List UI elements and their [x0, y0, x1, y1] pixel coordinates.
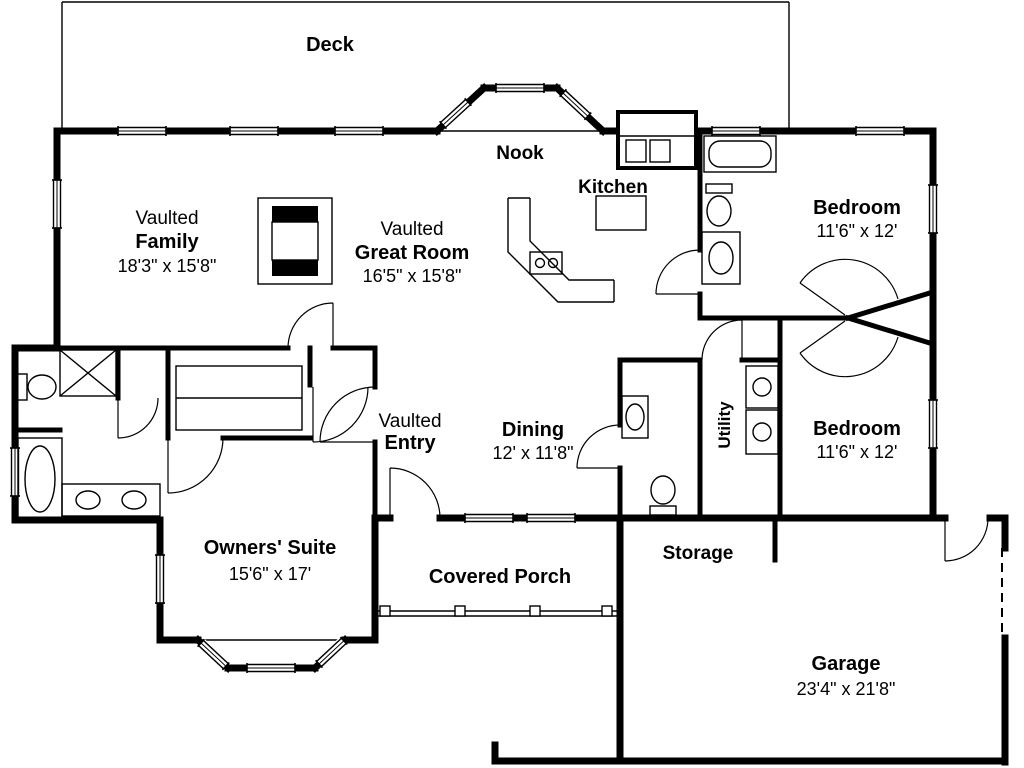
window-dining-1 — [464, 511, 514, 525]
window-bedroom-2-side — [926, 399, 940, 449]
room-dim-owners-suite: 15'6" x 17' — [229, 564, 311, 584]
door-utility — [701, 319, 743, 361]
window-owners-bay — [246, 661, 296, 675]
window-owners-bay-right — [314, 635, 349, 669]
window-nook-bay — [495, 81, 545, 95]
room-label-family: Family — [135, 231, 199, 253]
door-powder-room — [576, 424, 621, 469]
angled-hall-walls — [844, 288, 937, 348]
walk-in-closet — [175, 365, 303, 431]
room-label-nook: Nook — [496, 143, 544, 164]
room-label-great-room: Great Room — [355, 242, 469, 264]
room-dim-bedroom-2: 11'6" x 12' — [817, 442, 898, 462]
window-nook-bay-left — [438, 97, 473, 130]
room-label-family-prefix: Vaulted — [135, 208, 198, 229]
door-great-room — [287, 302, 334, 349]
door-suite-to-bath — [167, 437, 224, 494]
powder-room-fixtures — [621, 395, 677, 516]
hall-bathroom-fixtures — [701, 135, 777, 285]
room-dim-dining: 12' x 11'8" — [493, 443, 574, 463]
deck-railing — [61, 1, 790, 128]
wall-garage-storage — [491, 514, 1009, 766]
interior-walls — [12, 128, 937, 563]
window — [334, 124, 384, 138]
door-swings — [117, 249, 989, 562]
room-label-bedroom-1: Bedroom — [813, 197, 901, 219]
window-nook-bay-right — [558, 88, 593, 122]
window-bedroom-1-side — [926, 184, 940, 234]
utility-washer-dryer — [745, 365, 779, 455]
window-master-bath — [8, 447, 22, 497]
door-garage-service — [944, 517, 989, 562]
room-label-deck: Deck — [306, 34, 355, 56]
window — [229, 124, 279, 138]
room-label-utility: Utility — [715, 401, 734, 449]
window-owners-bay-left — [196, 638, 231, 672]
room-label-entry-prefix: Vaulted — [378, 411, 441, 432]
door-entry-vestibule — [312, 386, 376, 443]
room-label-storage: Storage — [663, 543, 734, 564]
kitchen-counter — [507, 197, 615, 303]
room-dim-great-room: 16'5" x 15'8" — [363, 266, 462, 286]
room-label-bedroom-2: Bedroom — [813, 418, 901, 440]
room-dim-bedroom-1: 11'6" x 12' — [817, 221, 898, 241]
room-label-dining: Dining — [502, 419, 564, 441]
door-bedroom-2 — [799, 320, 899, 378]
window-bath — [711, 124, 761, 138]
room-label-garage: Garage — [812, 653, 881, 675]
interior-wall-segments — [12, 128, 851, 563]
fireplace — [257, 197, 333, 285]
window — [117, 124, 167, 138]
kitchen-sink-counter — [616, 110, 698, 170]
window-family — [50, 179, 64, 229]
door-master-bath — [117, 397, 159, 439]
door-hall-bath — [655, 249, 701, 295]
room-dim-garage: 23'4" x 21'8" — [797, 679, 896, 699]
room-label-owners-suite: Owners' Suite — [204, 537, 337, 559]
room-dim-family: 18'3" x 15'8" — [118, 256, 217, 276]
porch-posts — [378, 605, 618, 617]
bay-opening-lines — [198, 130, 603, 641]
door-bedroom-1 — [799, 258, 899, 316]
master-bath-fixtures — [16, 349, 161, 521]
window-dining-2 — [526, 511, 576, 525]
room-label-entry: Entry — [384, 432, 436, 454]
room-label-covered-porch: Covered Porch — [429, 566, 571, 588]
window-owners-suite-side — [153, 554, 167, 604]
door-front-entry — [389, 467, 441, 519]
window-bedroom-1 — [855, 124, 905, 138]
room-label-kitchen: Kitchen — [578, 177, 648, 198]
room-labels: Deck Nook Kitchen Vaulted Family 18'3" x… — [118, 34, 901, 699]
wall-left-side — [11, 127, 164, 524]
kitchen-island — [595, 195, 647, 231]
room-label-great-room-prefix: Vaulted — [380, 219, 443, 240]
